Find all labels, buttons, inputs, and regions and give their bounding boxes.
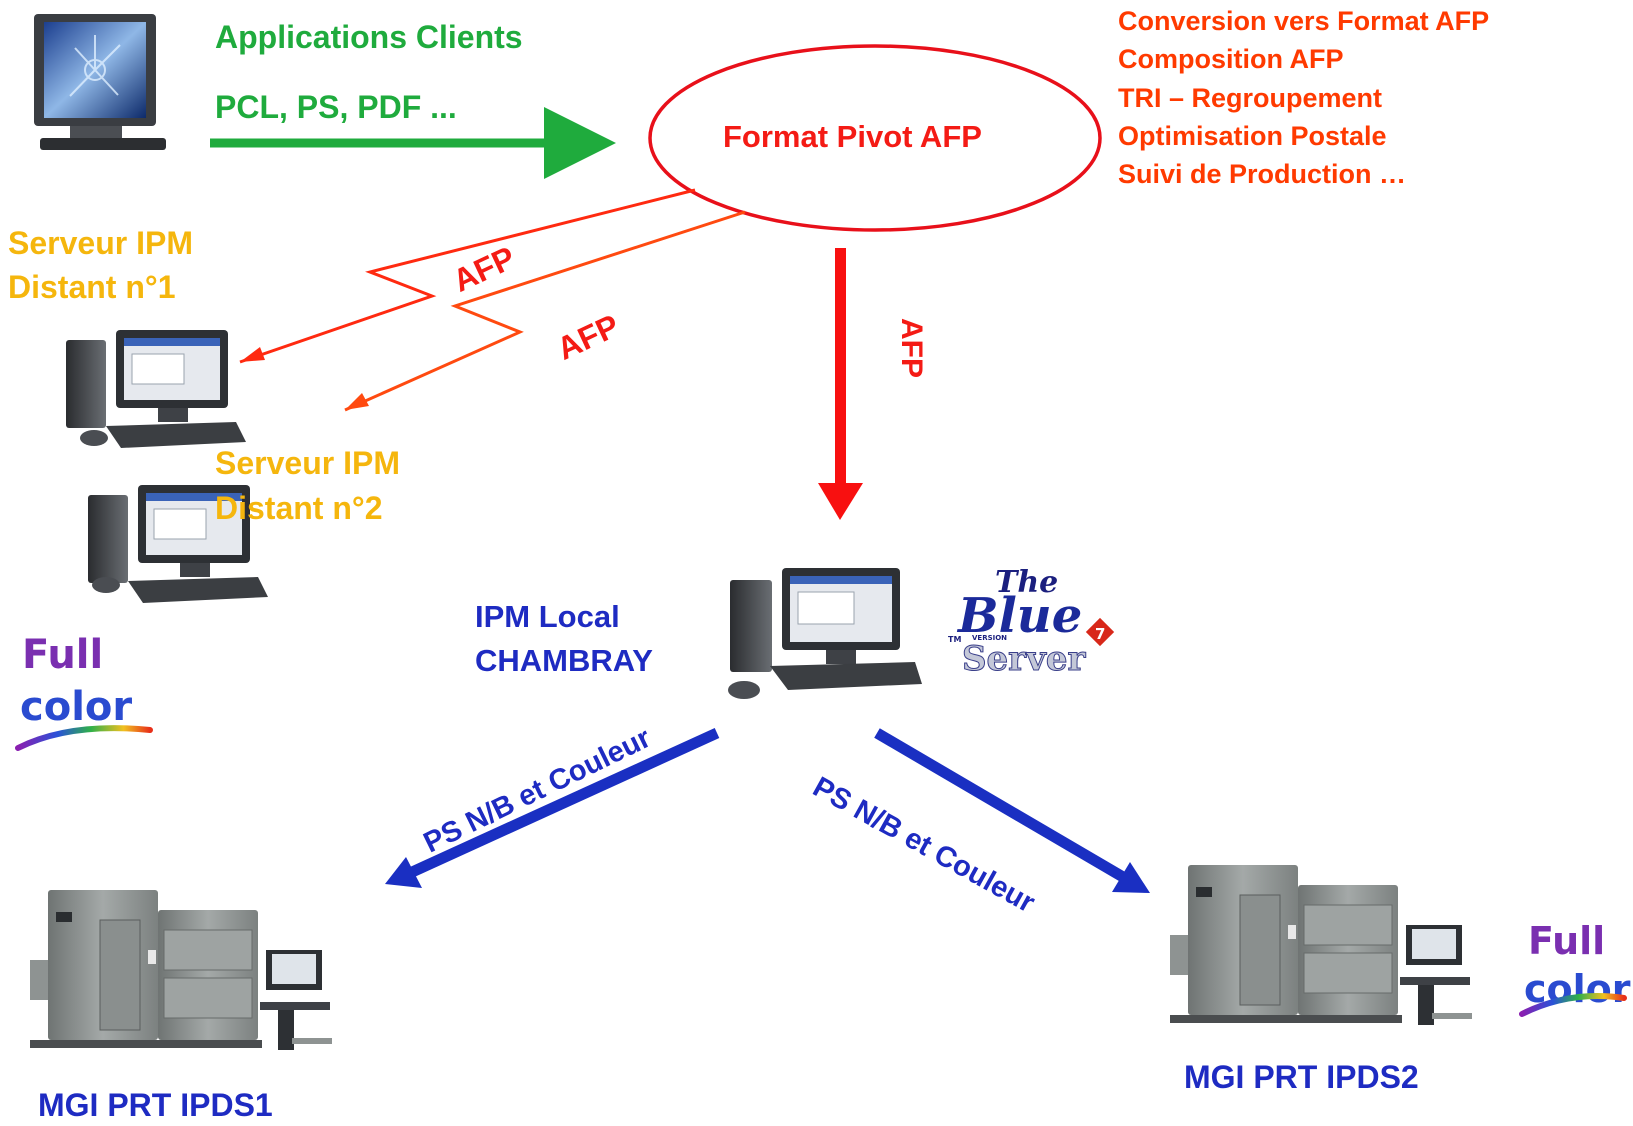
remote2-pc-icon	[88, 485, 268, 603]
afp-link-remote1-arrowhead	[240, 347, 265, 362]
svg-text:TM: TM	[948, 635, 961, 644]
svg-text:Blue: Blue	[956, 588, 1082, 644]
clients-title: Applications Clients	[215, 19, 523, 55]
local-label-line1: IPM Local	[475, 599, 620, 634]
feature-item: TRI – Regroupement	[1118, 82, 1383, 113]
afp-link-remote1	[239, 188, 696, 364]
afp-local-arrow	[835, 248, 846, 483]
full-color-logo-left: Full color	[15, 632, 153, 751]
remote2-label-line1: Serveur IPM	[215, 445, 400, 481]
svg-text:7: 7	[1095, 625, 1105, 643]
printer1-label: MGI PRT IPDS1	[38, 1087, 273, 1123]
pivot-label: Format Pivot AFP	[723, 119, 982, 154]
remote2-label-line2: Distant n°2	[215, 490, 383, 526]
features-list: Conversion vers Format AFP Composition A…	[1118, 2, 1489, 194]
remote1-label-line1: Serveur IPM	[8, 225, 193, 261]
remote1-label-line2: Distant n°1	[8, 269, 176, 305]
svg-text:Full: Full	[22, 632, 103, 678]
client-monitor-icon	[34, 14, 166, 150]
local-pc-icon	[728, 568, 922, 699]
svg-text:Full: Full	[1528, 919, 1605, 963]
printer1-icon	[30, 890, 332, 1050]
printer2-label: MGI PRT IPDS2	[1184, 1059, 1419, 1095]
ps-right-arrow	[874, 728, 1126, 882]
ps-right-arrowhead	[1112, 862, 1150, 893]
pivot-ellipse	[648, 44, 1102, 232]
feature-item: Suivi de Production …	[1118, 159, 1407, 190]
clients-formats: PCL, PS, PDF ...	[215, 89, 457, 125]
local-label-line2: CHAMBRAY	[475, 643, 653, 678]
blue-server-logo: The Blue VERSION TM Server 7	[948, 565, 1115, 680]
ps-left-arrow	[407, 727, 720, 879]
svg-text:color: color	[20, 684, 132, 730]
afp-link-remote2-arrowhead	[345, 393, 369, 410]
ps-left-arrowhead	[385, 857, 422, 888]
afp-local-label: AFP	[895, 318, 928, 378]
remote1-pc-icon	[66, 330, 246, 448]
afp-link-remote2	[344, 210, 746, 412]
feature-item: Optimisation Postale	[1118, 120, 1387, 151]
svg-text:VERSION: VERSION	[972, 634, 1007, 642]
feature-item: Composition AFP	[1118, 44, 1344, 75]
afp-local-arrowhead	[818, 483, 863, 520]
svg-text:The: The	[995, 565, 1058, 600]
full-color-logo-right: Full color	[1519, 919, 1631, 1017]
printer2-icon	[1170, 865, 1472, 1025]
feature-item: Conversion vers Format AFP	[1118, 6, 1490, 36]
svg-text:Server: Server	[962, 639, 1086, 679]
